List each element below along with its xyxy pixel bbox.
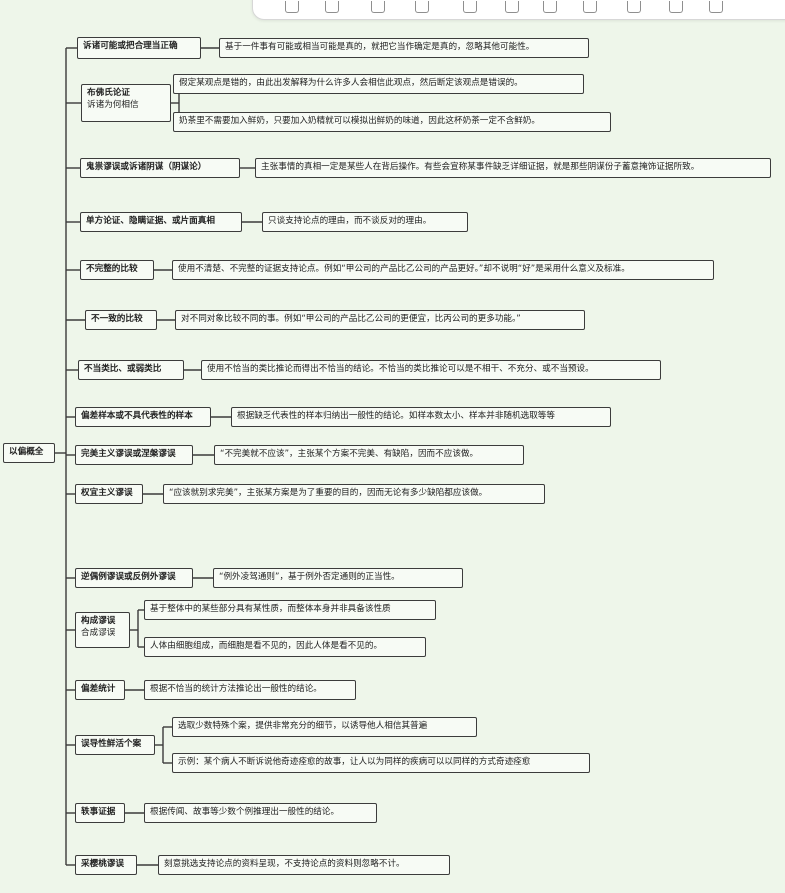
category-node[interactable]: 鬼祟谬误或诉诸阴谋（阴谋论） — [80, 158, 240, 178]
copy-icon[interactable] — [627, 1, 641, 13]
detail-node[interactable]: 根据缺乏代表性的样本归纳出一般性的结论。如样本数太小、样本并非随机选取等等 — [231, 407, 611, 427]
detail-node[interactable]: 刻意挑选支持论点的资料呈现，不支持论点的资料则忽略不计。 — [158, 855, 450, 875]
category-node[interactable]: 偏差样本或不具代表性的样本 — [75, 407, 211, 427]
category-node[interactable]: 轶事证据 — [75, 803, 125, 823]
category-node[interactable]: 构成谬误合成谬误 — [75, 612, 130, 648]
hand-icon[interactable] — [285, 1, 299, 13]
category-node[interactable]: 偏差统计 — [75, 680, 125, 700]
detail-node[interactable]: “不完美就不应该”，主张某个方案不完美、有缺陷，因而不应该做。 — [214, 445, 524, 465]
floating-toolbar — [252, 0, 785, 20]
detail-node[interactable]: 选取少数特殊个案，提供非常充分的细节，以诱导他人相信其普遍 — [172, 717, 477, 737]
detail-node[interactable]: 对不同对象比较不同的事。例如“甲公司的产品比乙公司的更便宜，比丙公司的更多功能。… — [175, 310, 585, 330]
brackets-icon[interactable] — [543, 1, 557, 13]
detail-node[interactable]: “例外凌驾通则”，基于例外否定通则的正当性。 — [213, 568, 463, 588]
category-node[interactable]: 布佛氏论证诉诸为何相信 — [81, 84, 171, 122]
detail-node[interactable]: 根据不恰当的统计方法推论出一般性的结论。 — [144, 680, 356, 700]
select-icon[interactable] — [325, 1, 339, 13]
detail-node[interactable]: “应该就别求完美”，主张某方案是为了重要的目的，因而无论有多少缺陷都应该做。 — [163, 484, 545, 504]
doc-icon[interactable] — [371, 1, 385, 13]
category-node[interactable]: 误导性鲜活个案 — [75, 735, 155, 755]
arrow-icon[interactable] — [709, 1, 723, 13]
sound-icon[interactable] — [669, 1, 683, 13]
category-node[interactable]: 诉诸可能或把合理当正确 — [77, 37, 201, 59]
category-node[interactable]: 逆偶例谬误或反例外谬误 — [75, 568, 193, 588]
detail-node[interactable]: 人体由细胞组成，而细胞是看不见的，因此人体是看不见的。 — [144, 637, 426, 657]
detail-node[interactable]: 基于一件事有可能或相当可能是真的，就把它当作确定是真的，忽略其他可能性。 — [219, 38, 589, 58]
detail-node[interactable]: 主张事情的真相一定是某些人在背后操作。有些会宣称某事件缺乏详细证据，就是那些阴谋… — [255, 158, 771, 178]
category-node[interactable]: 不当类比、或弱类比 — [78, 360, 184, 380]
category-node[interactable]: 单方论证、隐瞒证据、或片面真相 — [80, 212, 242, 232]
root-node[interactable]: 以偏概全 — [3, 443, 55, 463]
detail-node[interactable]: 奶茶里不需要加入鲜奶，只要加入奶精就可以模拟出鲜奶的味道，因此这杯奶茶一定不含鲜… — [173, 112, 611, 132]
category-node[interactable]: 不一致的比较 — [85, 310, 157, 330]
detail-node[interactable]: 根据传闻、故事等少数个例推理出一般性的结论。 — [144, 803, 377, 823]
doc2-icon[interactable] — [415, 1, 429, 13]
category-node[interactable]: 权宜主义谬误 — [75, 484, 143, 504]
category-node[interactable]: 不完整的比较 — [80, 260, 154, 280]
detail-node[interactable]: 假定某观点是错的，由此出发解释为什么许多人会相信此观点，然后断定该观点是错误的。 — [173, 74, 584, 94]
detail-node[interactable]: 使用不清楚、不完整的证据支持论点。例如“甲公司的产品比乙公司的产品更好。”却不说… — [172, 260, 714, 280]
category-node-label: 布佛氏论证 — [87, 88, 130, 98]
detail-node[interactable]: 示例：某个病人不断诉说他奇迹痊愈的故事，让人以为同样的疾病可以以同样的方式奇迹痊… — [172, 753, 590, 773]
category-node-sublabel: 合成谬误 — [81, 628, 116, 638]
pin-icon[interactable] — [505, 1, 519, 13]
node-icon[interactable] — [463, 1, 477, 13]
emoji-icon[interactable] — [583, 1, 597, 13]
category-node[interactable]: 完美主义谬误或涅槃谬误 — [75, 445, 193, 465]
detail-node[interactable]: 基于整体中的某些部分具有某性质，而整体本身并非具备该性质 — [144, 600, 436, 620]
category-node[interactable]: 采樱桃谬误 — [75, 855, 137, 875]
category-node-label: 构成谬误 — [81, 616, 116, 626]
detail-node[interactable]: 只谈支持论点的理由，而不谈反对的理由。 — [262, 212, 468, 232]
detail-node[interactable]: 使用不恰当的类比推论而得出不恰当的结论。不恰当的类比推论可以是不相干、不充分、或… — [201, 360, 661, 380]
category-node-sublabel: 诉诸为何相信 — [87, 100, 139, 110]
